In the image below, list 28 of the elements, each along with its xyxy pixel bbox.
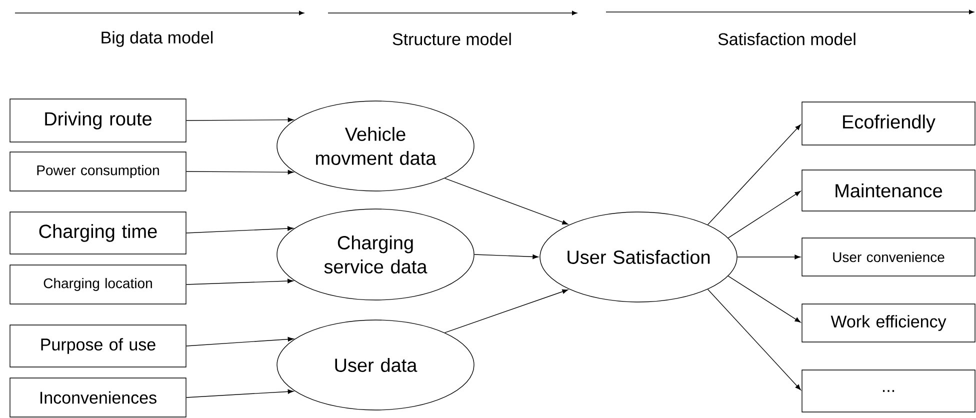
process-box: Driving route	[10, 98, 186, 142]
arrow	[728, 276, 801, 323]
arrow	[444, 289, 568, 334]
arrow	[186, 336, 294, 346]
process-box: ...	[802, 370, 976, 412]
arrow	[474, 254, 538, 259]
stage-label: Structure model	[392, 32, 511, 46]
process-box: Charging location	[10, 264, 186, 304]
arrow	[186, 170, 294, 174]
arrow	[707, 288, 801, 390]
arrow	[186, 389, 294, 398]
arrow	[707, 124, 801, 226]
process-box: User convenience	[802, 238, 976, 276]
arrow	[444, 178, 568, 224]
process-box: Work efficiency	[802, 304, 976, 342]
process-box: Purpose of use	[10, 324, 186, 368]
process-box: Maintenance	[802, 170, 976, 212]
process-box: Inconveniences	[10, 378, 186, 418]
arrow	[728, 190, 801, 238]
arrow	[186, 278, 294, 285]
stage-label: Big data model	[102, 31, 213, 47]
process-box: Charging time	[10, 212, 186, 254]
arrow	[186, 118, 294, 122]
arrow	[186, 226, 294, 234]
process-box: Power consumption	[10, 152, 186, 192]
stage-label: Satisfaction model	[718, 32, 856, 46]
arrow	[737, 254, 800, 260]
process-box: Ecofriendly	[802, 102, 976, 146]
